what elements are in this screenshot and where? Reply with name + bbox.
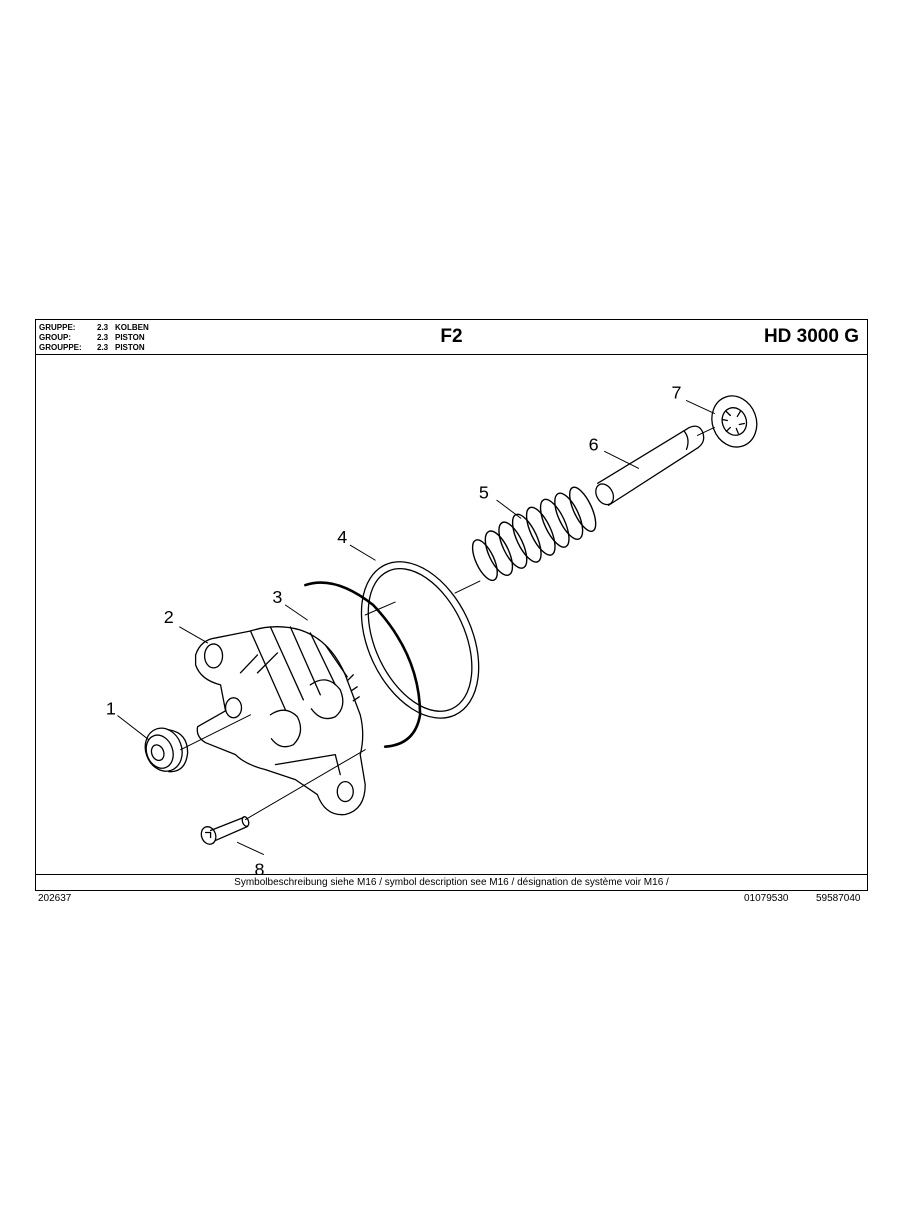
callout-5: 5: [479, 482, 489, 502]
group-number: 2.3: [97, 323, 109, 332]
group-name: PISTON: [115, 343, 145, 352]
part-2-housing: [194, 626, 366, 816]
assembly-axis-lines: [180, 426, 715, 821]
group-label: GROUPPE:: [39, 343, 82, 352]
leader-lines: [117, 400, 715, 855]
group-name: PISTON: [115, 333, 145, 342]
document-number-left: 202637: [38, 893, 72, 904]
callout-labels: 1 2 3 4 5 6 7 8: [106, 383, 682, 875]
part-3-o-ring: [304, 581, 422, 748]
callout-1: 1: [106, 699, 116, 719]
group-label: GRUPPE:: [39, 323, 76, 332]
group-name: KOLBEN: [115, 323, 149, 332]
group-row-de: GRUPPE: 2.3 KOLBEN: [39, 323, 149, 333]
part-7-washer: [711, 395, 758, 448]
group-number: 2.3: [97, 333, 109, 342]
part-4-ring: [360, 561, 480, 719]
part-8-screw: [200, 816, 250, 845]
document-number-middle: 01079530: [744, 893, 789, 904]
callout-4: 4: [337, 527, 347, 547]
sheet-header: GRUPPE: 2.3 KOLBEN GROUP: 2.3 PISTON GRO…: [36, 320, 867, 355]
group-number: 2.3: [97, 343, 109, 352]
group-label: GROUP:: [39, 333, 71, 342]
parts-sheet: GRUPPE: 2.3 KOLBEN GROUP: 2.3 PISTON GRO…: [35, 319, 868, 891]
document-number-right: 59587040: [816, 893, 861, 904]
callout-2: 2: [164, 607, 174, 627]
group-row-en: GROUP: 2.3 PISTON: [39, 333, 149, 343]
exploded-view-drawing: 1 2 3 4 5 6 7 8: [106, 383, 758, 875]
group-table: GRUPPE: 2.3 KOLBEN GROUP: 2.3 PISTON GRO…: [39, 323, 149, 353]
callout-7: 7: [671, 383, 681, 403]
model-name: HD 3000 G: [763, 326, 859, 347]
part-1-seal: [144, 727, 189, 773]
callout-6: 6: [589, 434, 599, 454]
symbol-note: Symbolbeschreibung siehe M16 / symbol de…: [36, 874, 867, 890]
part-6-piston: [595, 425, 705, 506]
group-row-fr: GROUPPE: 2.3 PISTON: [39, 343, 149, 353]
callout-8: 8: [254, 859, 264, 875]
callout-3: 3: [272, 587, 282, 607]
page-code: F2: [440, 326, 463, 347]
part-5-spring: [471, 486, 597, 582]
